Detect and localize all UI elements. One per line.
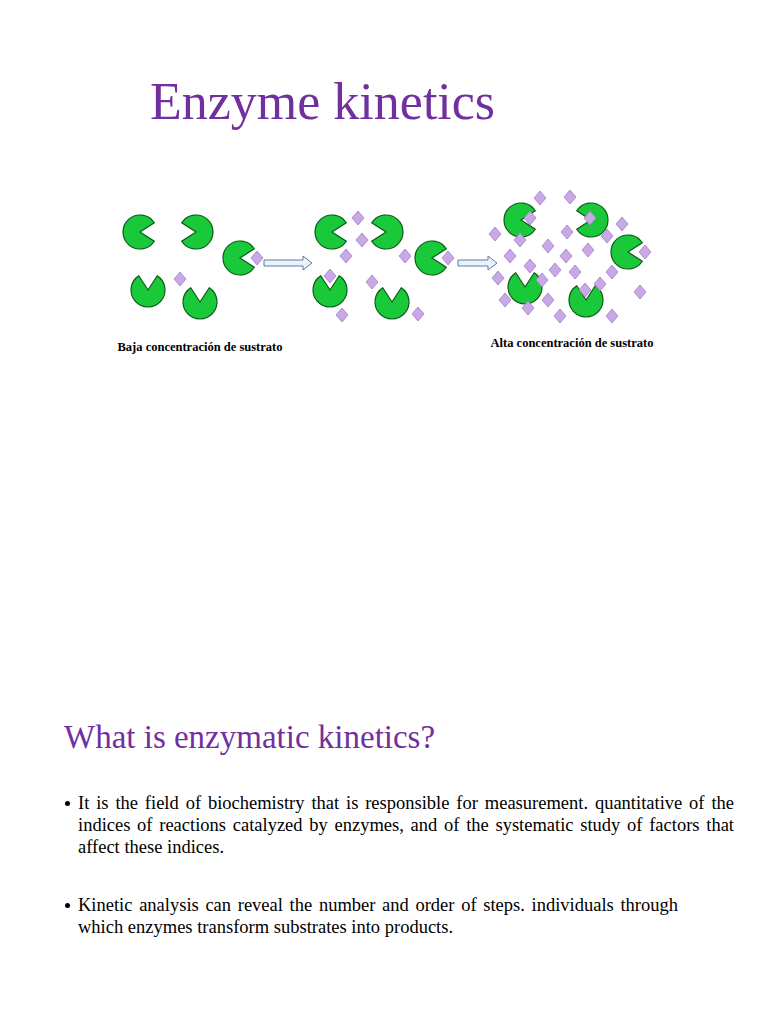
substrate-diamond	[606, 309, 618, 323]
enzyme-shape	[372, 215, 403, 249]
substrate-diamond	[522, 301, 534, 315]
substrate-diamond	[534, 191, 546, 205]
arrow-group	[264, 256, 497, 270]
substrate-diamond	[639, 245, 651, 259]
substrate-diamond	[569, 265, 581, 279]
substrate-diamond	[616, 217, 628, 231]
substrate-diamond	[582, 243, 594, 257]
panel-caption: Baja concentración de sustrato	[110, 340, 290, 355]
enzyme-shape	[504, 203, 535, 237]
bullet-dot	[65, 801, 70, 806]
substrate-diamond	[412, 307, 424, 321]
substrate-diamond	[352, 211, 364, 225]
bullet-dot	[65, 903, 70, 908]
substrate-diamond	[542, 239, 554, 253]
section-heading: What is enzymatic kinetics?	[64, 718, 744, 758]
bullet-text: It is the field of biochemistry that is …	[78, 792, 734, 859]
substrate-diamond	[606, 265, 618, 279]
enzyme-shape	[182, 215, 213, 249]
enzyme-shape	[315, 215, 346, 249]
process-arrow	[264, 256, 312, 270]
substrate-diamond	[336, 308, 348, 322]
substrate-diamond	[489, 227, 501, 241]
substrate-diamond	[399, 249, 411, 263]
substrate-group	[174, 190, 651, 323]
enzyme-shape	[123, 215, 154, 249]
substrate-diamond	[492, 271, 504, 285]
substrate-diamond	[514, 233, 526, 247]
enzyme-shape	[577, 203, 608, 237]
enzyme-shape	[508, 273, 542, 304]
substrate-diamond	[549, 263, 561, 277]
enzyme-shape	[375, 288, 409, 319]
substrate-diamond	[499, 293, 511, 307]
bullet-text: Kinetic analysis can reveal the number a…	[78, 894, 678, 938]
substrate-diamond	[584, 211, 596, 225]
substrate-diamond	[634, 285, 646, 299]
enzyme-shape	[131, 276, 165, 307]
substrate-diamond	[561, 225, 573, 239]
substrate-diamond	[579, 283, 591, 297]
substrate-diamond	[542, 293, 554, 307]
substrate-diamond	[601, 229, 613, 243]
substrate-diamond	[536, 273, 548, 287]
enzyme-shape	[611, 235, 642, 269]
substrate-diamond	[174, 272, 186, 286]
enzyme-shape	[183, 288, 217, 319]
substrate-diamond	[356, 233, 368, 247]
panel-caption: Alta concentración de sustrato	[482, 336, 662, 351]
enzyme-group	[123, 203, 642, 319]
slide-title: Enzyme kinetics	[150, 72, 495, 132]
substrate-diamond	[366, 275, 378, 289]
substrate-diamond	[504, 249, 516, 263]
substrate-diamond	[524, 259, 536, 273]
enzyme-shape	[223, 241, 254, 275]
substrate-diamond	[251, 251, 263, 265]
substrate-diamond	[524, 211, 536, 225]
substrate-diamond	[340, 249, 352, 263]
substrate-diamond	[564, 190, 576, 204]
substrate-diamond	[324, 269, 336, 283]
substrate-diamond	[554, 309, 566, 323]
substrate-diamond	[442, 251, 454, 265]
process-arrow	[458, 256, 497, 270]
substrate-diamond	[594, 277, 606, 291]
substrate-diamond	[560, 249, 572, 263]
